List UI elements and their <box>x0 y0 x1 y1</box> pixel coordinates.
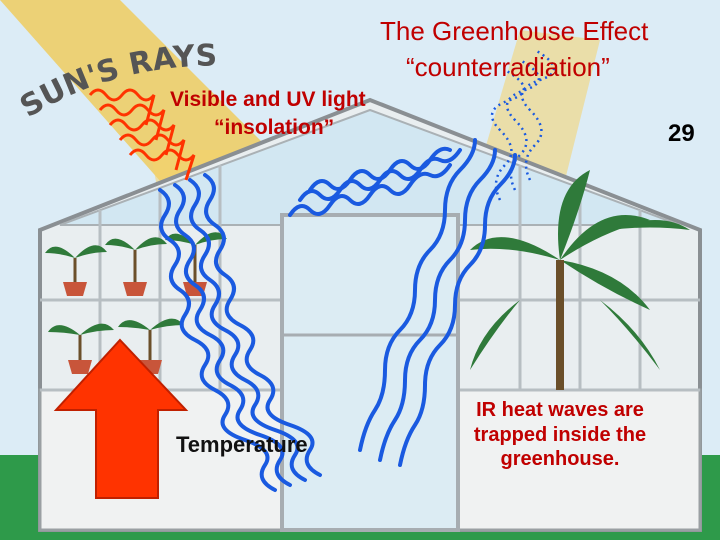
slide-number: 29 <box>668 120 695 148</box>
insolation-label: “insolation” <box>214 116 334 140</box>
visible-uv-label: Visible and UV light <box>170 88 366 112</box>
title-line-2: “counterradiation” <box>406 52 610 83</box>
title-line-1: The Greenhouse Effect <box>380 16 648 47</box>
temperature-label: Temperature <box>176 432 308 458</box>
ir-heat-waves-label: IR heat waves are trapped inside the gre… <box>470 398 650 472</box>
greenhouse-door <box>282 215 458 530</box>
